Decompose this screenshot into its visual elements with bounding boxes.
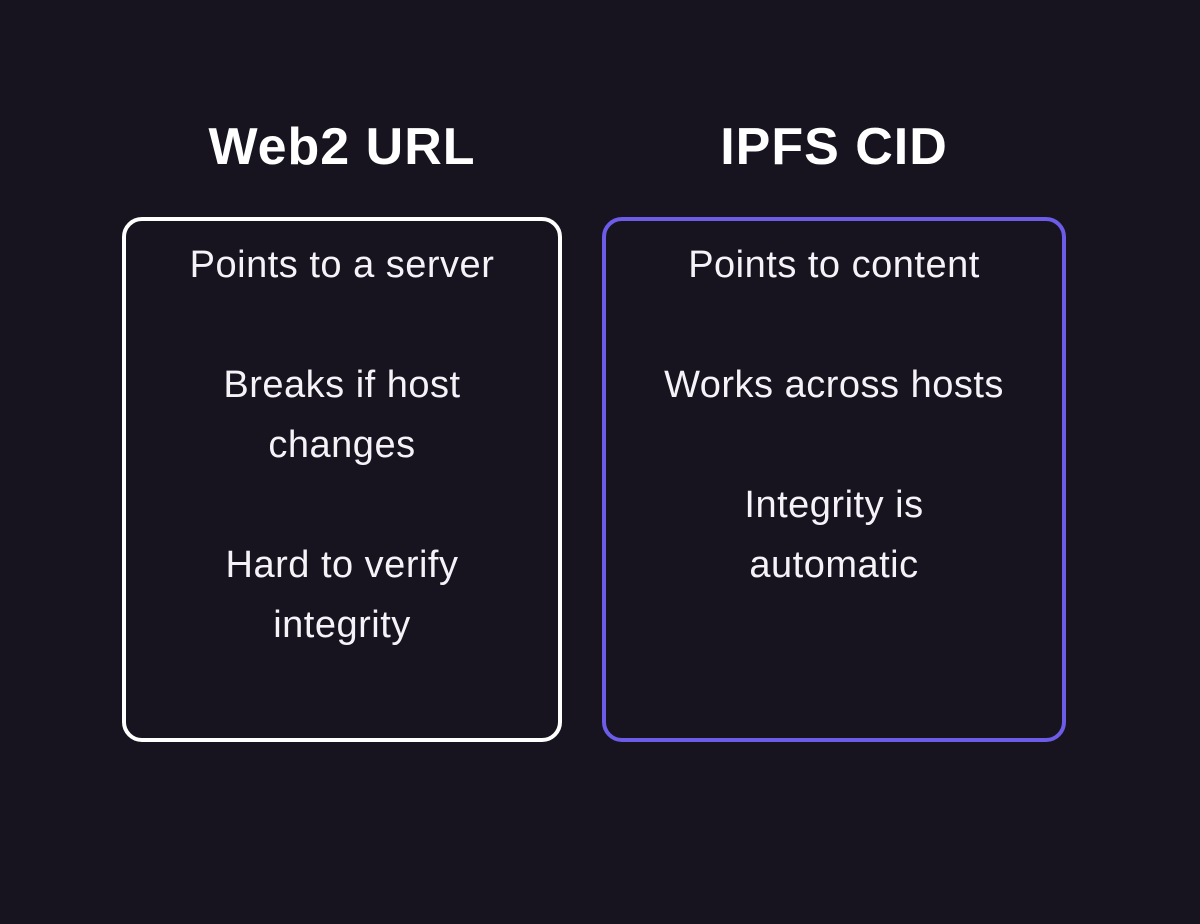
ipfs-point-1: Points to content xyxy=(688,244,980,286)
ipfs-point-3: Integrity is automatic xyxy=(744,484,924,586)
ipfs-point-2: Works across hosts xyxy=(664,364,1004,406)
column-web2: Web2 URL Points to a server Breaks if ho… xyxy=(122,118,562,742)
ipfs-card: Points to content Works across hosts Int… xyxy=(602,217,1066,742)
ipfs-title: IPFS CID xyxy=(720,118,948,176)
web2-point-2: Breaks if host changes xyxy=(223,364,461,466)
web2-point-1: Points to a server xyxy=(189,244,495,286)
web2-point-3: Hard to verify integrity xyxy=(225,544,459,646)
web2-card: Points to a server Breaks if host change… xyxy=(122,217,562,742)
comparison-diagram: Web2 URL Points to a server Breaks if ho… xyxy=(122,118,1066,742)
web2-title: Web2 URL xyxy=(208,118,476,176)
column-ipfs: IPFS CID Points to content Works across … xyxy=(602,118,1066,742)
